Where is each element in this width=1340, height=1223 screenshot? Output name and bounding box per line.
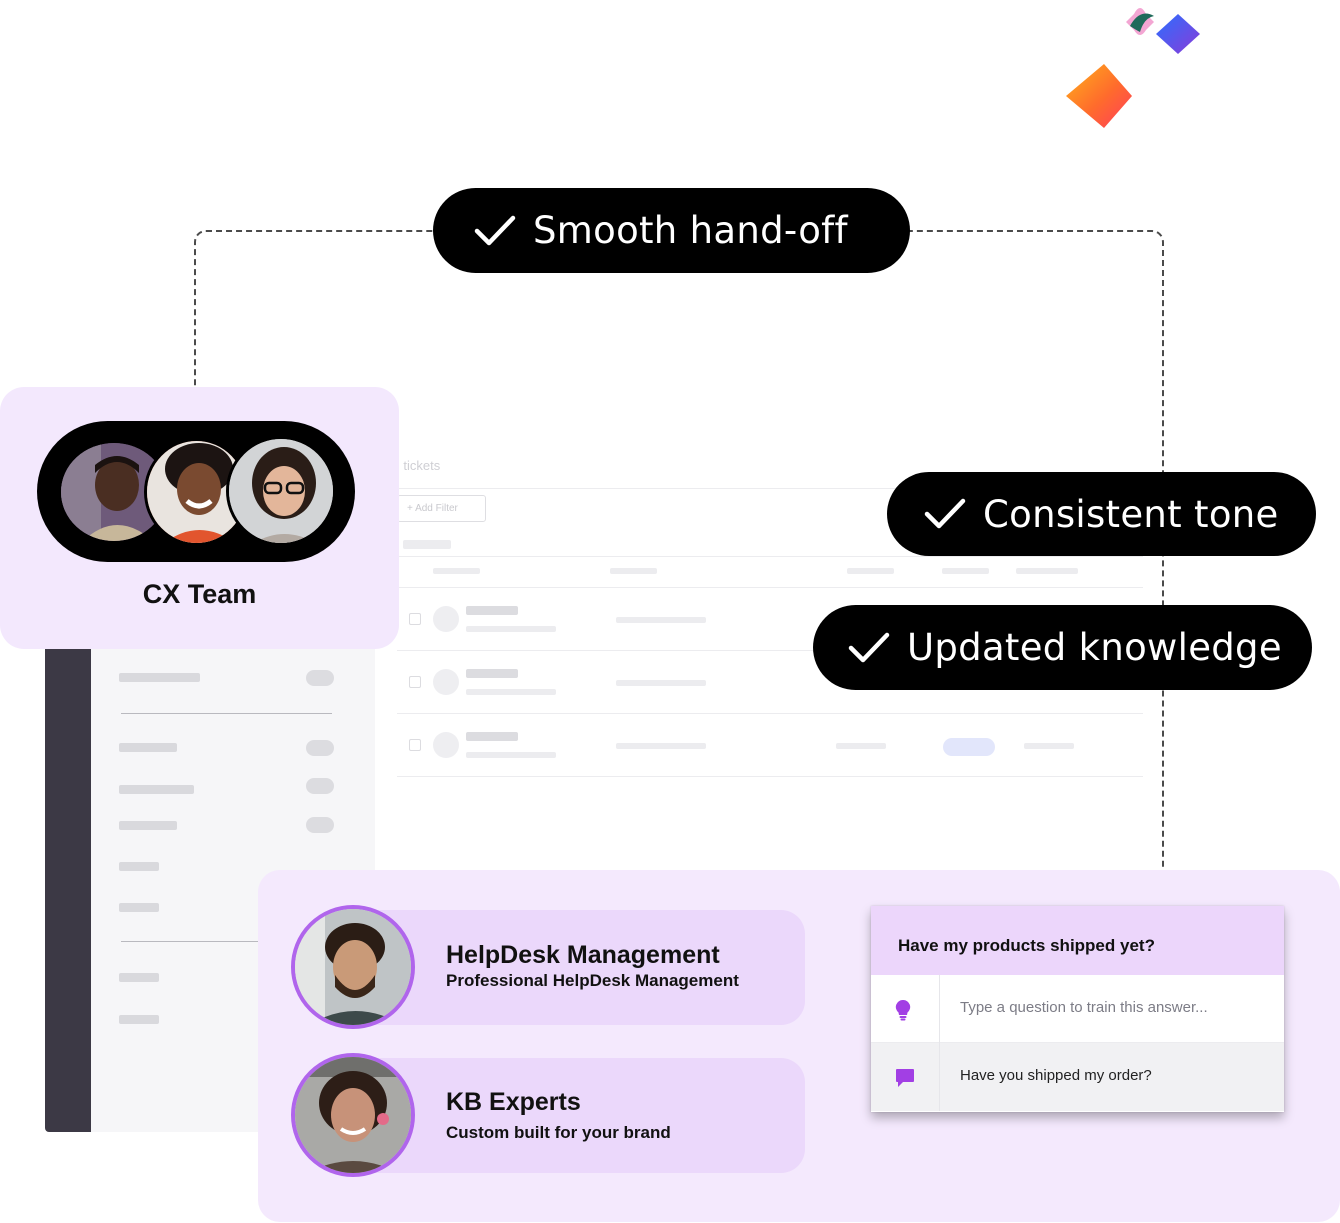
avatar bbox=[291, 905, 415, 1029]
row-checkbox[interactable] bbox=[409, 676, 421, 688]
sidebar-placeholder bbox=[119, 743, 177, 752]
team-card-helpdesk[interactable] bbox=[355, 910, 805, 1025]
column-header bbox=[433, 568, 480, 574]
sidebar-placeholder bbox=[119, 821, 177, 830]
column-header bbox=[1016, 568, 1078, 574]
question-variant: Have you shipped my order? bbox=[960, 1067, 1152, 1084]
team-card-kb-experts[interactable] bbox=[355, 1058, 805, 1173]
column-header bbox=[610, 568, 657, 574]
train-question-row[interactable]: Type a question to train this answer... bbox=[871, 975, 1284, 1043]
avatar bbox=[144, 438, 249, 546]
sparkles-logo bbox=[1066, 8, 1200, 128]
table-divider bbox=[397, 776, 1143, 777]
row-checkbox[interactable] bbox=[409, 613, 421, 625]
table-divider bbox=[397, 713, 1143, 714]
table-placeholder bbox=[466, 689, 556, 695]
sidebar-badge bbox=[306, 817, 334, 833]
sidebar-badge bbox=[306, 778, 334, 794]
sidebar-divider bbox=[121, 713, 332, 714]
chat-bubble-icon bbox=[896, 1069, 914, 1087]
sidebar-placeholder bbox=[119, 1015, 159, 1024]
column-header bbox=[847, 568, 894, 574]
sidebar-placeholder bbox=[119, 903, 159, 912]
team-subtitle: Custom built for your brand bbox=[446, 1123, 671, 1142]
avatar-group bbox=[37, 421, 355, 562]
sidebar-placeholder bbox=[119, 973, 159, 982]
chat-question: Have my products shipped yet? bbox=[871, 906, 1284, 975]
row-avatar bbox=[433, 669, 459, 695]
table-placeholder bbox=[466, 752, 556, 758]
row-avatar bbox=[433, 732, 459, 758]
lightbulb-cell bbox=[871, 975, 940, 1043]
table-placeholder bbox=[616, 743, 706, 749]
train-question-input[interactable]: Type a question to train this answer... bbox=[960, 999, 1208, 1016]
sidebar-placeholder bbox=[119, 785, 194, 794]
column-header bbox=[942, 568, 989, 574]
status-badge bbox=[943, 738, 995, 756]
pill-label: Smooth hand-off bbox=[533, 209, 848, 252]
sidebar-placeholder bbox=[119, 862, 159, 871]
avatar bbox=[226, 436, 336, 546]
sidebar-placeholder bbox=[119, 673, 200, 682]
smooth-handoff-pill: Smooth hand-off bbox=[433, 188, 910, 273]
table-divider bbox=[397, 650, 1143, 651]
sidebar-badge bbox=[306, 740, 334, 756]
lightbulb-icon bbox=[895, 999, 911, 1021]
table-divider bbox=[397, 488, 1143, 489]
table-divider bbox=[397, 556, 1143, 557]
training-chat-box: Have my products shipped yet? Type a que… bbox=[871, 906, 1284, 1112]
sidebar-badge bbox=[306, 670, 334, 686]
team-name: HelpDesk Management bbox=[446, 941, 720, 969]
tickets-title: ll tickets bbox=[394, 458, 441, 473]
team-subtitle: Professional HelpDesk Management bbox=[446, 971, 739, 990]
consistent-tone-pill: Consistent tone bbox=[887, 472, 1316, 556]
table-placeholder bbox=[1024, 743, 1074, 749]
pill-label: Updated knowledge bbox=[907, 626, 1282, 669]
cx-team-title: CX Team bbox=[142, 579, 257, 609]
check-icon bbox=[474, 215, 516, 245]
cx-team-card: CX Team bbox=[0, 387, 399, 649]
row-checkbox[interactable] bbox=[409, 739, 421, 751]
app-nav-rail bbox=[45, 610, 91, 1132]
variant-row[interactable]: Have you shipped my order? bbox=[871, 1043, 1284, 1111]
check-icon bbox=[848, 632, 890, 662]
avatar bbox=[291, 1053, 415, 1177]
team-name: KB Experts bbox=[446, 1088, 581, 1116]
table-placeholder bbox=[466, 732, 518, 741]
pill-label: Consistent tone bbox=[983, 492, 1279, 536]
table-divider bbox=[397, 587, 1143, 588]
table-placeholder bbox=[466, 626, 556, 632]
table-placeholder bbox=[836, 743, 886, 749]
chat-cell bbox=[871, 1043, 940, 1111]
table-placeholder bbox=[403, 540, 451, 549]
add-filter-button[interactable]: + Add Filter bbox=[397, 495, 486, 522]
table-placeholder bbox=[616, 617, 706, 623]
updated-knowledge-pill: Updated knowledge bbox=[813, 605, 1312, 690]
sidebar-divider bbox=[121, 941, 332, 942]
table-placeholder bbox=[466, 669, 518, 678]
table-placeholder bbox=[466, 606, 518, 615]
check-icon bbox=[924, 498, 966, 529]
table-placeholder bbox=[616, 680, 706, 686]
row-avatar bbox=[433, 606, 459, 632]
